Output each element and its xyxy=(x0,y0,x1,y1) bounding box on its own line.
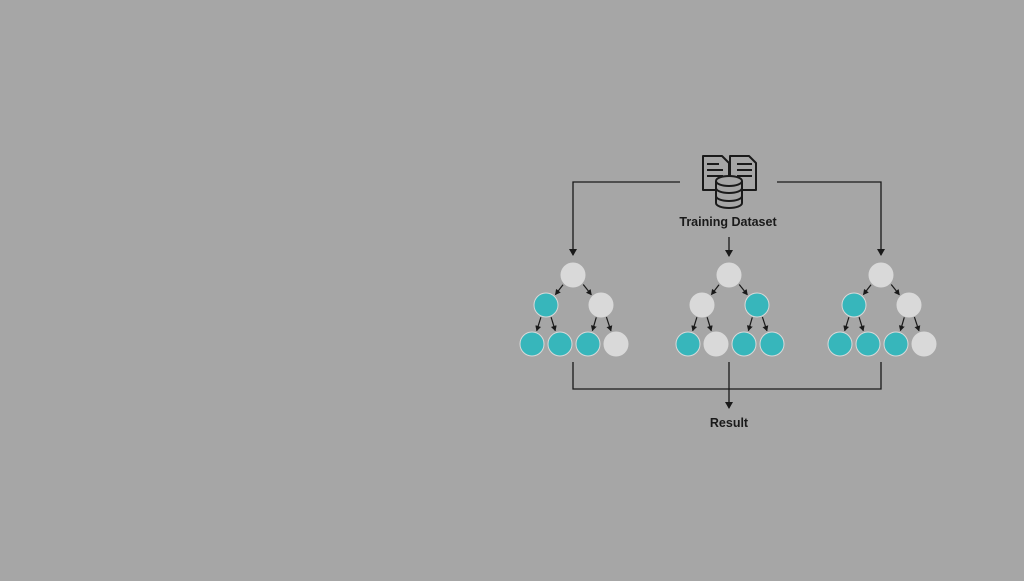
tree-2-edge-2 xyxy=(738,284,748,296)
dataset-documents-database-icon xyxy=(702,155,757,209)
tree-1-node-3-light xyxy=(588,292,614,318)
tree-1-node-5-teal xyxy=(547,331,573,357)
tree-3-edge-5 xyxy=(898,317,905,332)
tree-1-edge-4 xyxy=(550,317,557,332)
tree-2-node-2-light xyxy=(689,292,715,318)
tree-2-node-4-teal xyxy=(675,331,701,357)
tree-2-node-3-teal xyxy=(744,292,770,318)
tree-2-edge-4 xyxy=(706,317,713,332)
connector-to-tree-1 xyxy=(569,181,680,256)
decision-trees xyxy=(519,262,937,357)
tree-3-edge-2 xyxy=(890,284,900,296)
tree-3-edge-4 xyxy=(858,317,865,332)
tree-3-edge-3 xyxy=(843,317,850,332)
tree-1-edge-1 xyxy=(554,284,564,295)
tree-3-node-4-teal xyxy=(827,331,853,357)
tree-1-node-6-teal xyxy=(575,331,601,357)
tree-3-node-3-light xyxy=(896,292,922,318)
tree-2-edge-5 xyxy=(746,317,753,332)
tree-3-edge-1 xyxy=(862,284,872,295)
result-label: Result xyxy=(710,416,749,430)
tree-3-node-7-light xyxy=(911,331,937,357)
tree-2-edge-1 xyxy=(710,284,720,295)
tree-3-node-2-teal xyxy=(841,292,867,318)
tree-3-node-6-teal xyxy=(883,331,909,357)
tree-1-node-1-light xyxy=(560,262,586,288)
tree-3 xyxy=(827,262,937,357)
tree-1 xyxy=(519,262,629,357)
tree-1-edge-6 xyxy=(605,316,613,332)
tree-3-node-1-light xyxy=(868,262,894,288)
tree-1-node-7-light xyxy=(603,331,629,357)
tree-1-node-2-teal xyxy=(533,292,559,318)
tree-2-node-5-light xyxy=(703,331,729,357)
tree-2-node-1-light xyxy=(716,262,742,288)
dataset-connectors xyxy=(569,181,885,257)
tree-2 xyxy=(675,262,785,357)
tree-1-edge-2 xyxy=(582,284,592,296)
tree-3-node-5-teal xyxy=(855,331,881,357)
tree-2-edge-3 xyxy=(691,317,698,332)
tree-2-edge-6 xyxy=(761,316,769,332)
dataset-label: Training Dataset xyxy=(679,215,777,229)
tree-1-edge-3 xyxy=(535,317,542,332)
connector-to-tree-3 xyxy=(777,181,885,256)
tree-2-node-6-teal xyxy=(731,331,757,357)
tree-1-edge-5 xyxy=(590,317,597,332)
tree-1-node-4-teal xyxy=(519,331,545,357)
result-connector xyxy=(572,362,882,409)
tree-3-edge-6 xyxy=(913,316,921,332)
tree-2-node-7-teal xyxy=(759,331,785,357)
